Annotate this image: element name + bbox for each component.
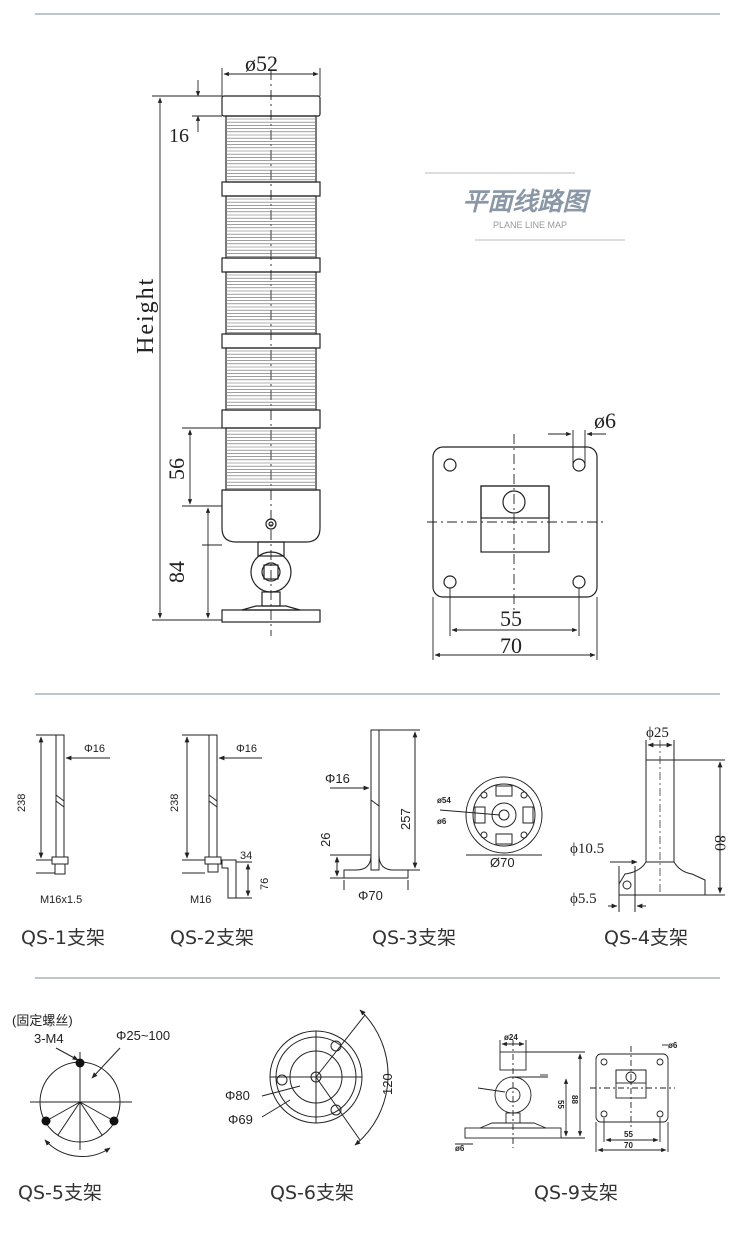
qs9-d6: ø6 xyxy=(668,1041,678,1050)
qs4-caption: QS-4支架 xyxy=(604,927,688,949)
qs4-d25: ϕ25 xyxy=(646,725,669,741)
qs1-thread: M16x1.5 xyxy=(40,894,82,906)
qs2-d76: 76 xyxy=(259,878,271,890)
qs3-d6: ø6 xyxy=(437,817,447,826)
qs5-screw-holes xyxy=(41,1058,119,1126)
qs1-drawing xyxy=(36,734,110,875)
qs3-d70b: Ø70 xyxy=(490,855,515,870)
qs1-d16: Φ16 xyxy=(84,743,105,755)
qs6-caption: QS-6支架 xyxy=(270,1182,354,1204)
plane-title: 平面线路图 xyxy=(462,187,591,216)
qs6-drawing xyxy=(261,1009,389,1146)
qs6-d120: 120 xyxy=(380,1073,395,1095)
dim-hole-6: ø6 xyxy=(594,408,616,433)
qs3-d54: ø54 xyxy=(437,796,451,805)
plane-subtitle: PLANE LINE MAP xyxy=(493,220,567,230)
qs6-d80: Φ80 xyxy=(225,1088,250,1103)
qs2-thread: M16 xyxy=(190,894,211,906)
qs4-d55: ϕ5.5 xyxy=(570,891,597,907)
qs4-d105: ϕ10.5 xyxy=(570,841,604,857)
mounting-plate-drawing xyxy=(427,430,606,660)
qs3-d257: 257 xyxy=(398,808,413,830)
tower-ribs xyxy=(227,118,315,489)
qs9-d24: ø24 xyxy=(504,1033,518,1042)
tower-dimensions xyxy=(152,68,321,621)
qs9-caption: QS-9支架 xyxy=(534,1182,618,1204)
qs5-caption: QS-5支架 xyxy=(18,1182,102,1204)
qs2-d16: Φ16 xyxy=(236,743,257,755)
qs4-drawing xyxy=(608,740,725,912)
dim-55: 55 xyxy=(500,606,522,631)
dim-height: Height xyxy=(133,277,159,354)
qs1-len: 238 xyxy=(16,794,28,812)
qs3-caption: QS-3支架 xyxy=(372,927,456,949)
qs5-range: Φ25~100 xyxy=(116,1028,170,1043)
qs2-caption: QS-2支架 xyxy=(170,927,254,949)
qs3-d16: Φ16 xyxy=(325,771,350,786)
qs3-d26: 26 xyxy=(318,833,333,847)
qs9-d6b: ø6 xyxy=(455,1144,465,1153)
qs9-d70: 70 xyxy=(624,1141,633,1150)
dim-84: 84 xyxy=(164,561,189,583)
qs6-d69: Φ69 xyxy=(228,1112,253,1127)
qs9-h55: 55 xyxy=(556,1100,565,1109)
qs2-len: 238 xyxy=(169,794,181,812)
qs9-h88: 88 xyxy=(570,1095,579,1104)
qs1-caption: QS-1支架 xyxy=(21,927,105,949)
qs5-screw: 3-M4 xyxy=(34,1031,64,1046)
qs5-note: (固定螺丝) xyxy=(12,1013,73,1028)
qs4-d80: 80 xyxy=(711,835,728,851)
dim-70: 70 xyxy=(500,633,522,658)
qs9-d55: 55 xyxy=(624,1130,633,1139)
qs3-d70: Φ70 xyxy=(358,888,383,903)
qs2-drawing xyxy=(182,734,262,899)
qs2-d34: 34 xyxy=(240,850,252,862)
dim-56: 56 xyxy=(164,458,189,480)
qs3-drawing xyxy=(330,729,543,890)
dim-diameter-52: ø52 xyxy=(245,51,278,76)
qs9-drawing xyxy=(455,1040,675,1153)
dim-16: 16 xyxy=(169,125,189,147)
tower-light-drawing xyxy=(221,70,321,636)
